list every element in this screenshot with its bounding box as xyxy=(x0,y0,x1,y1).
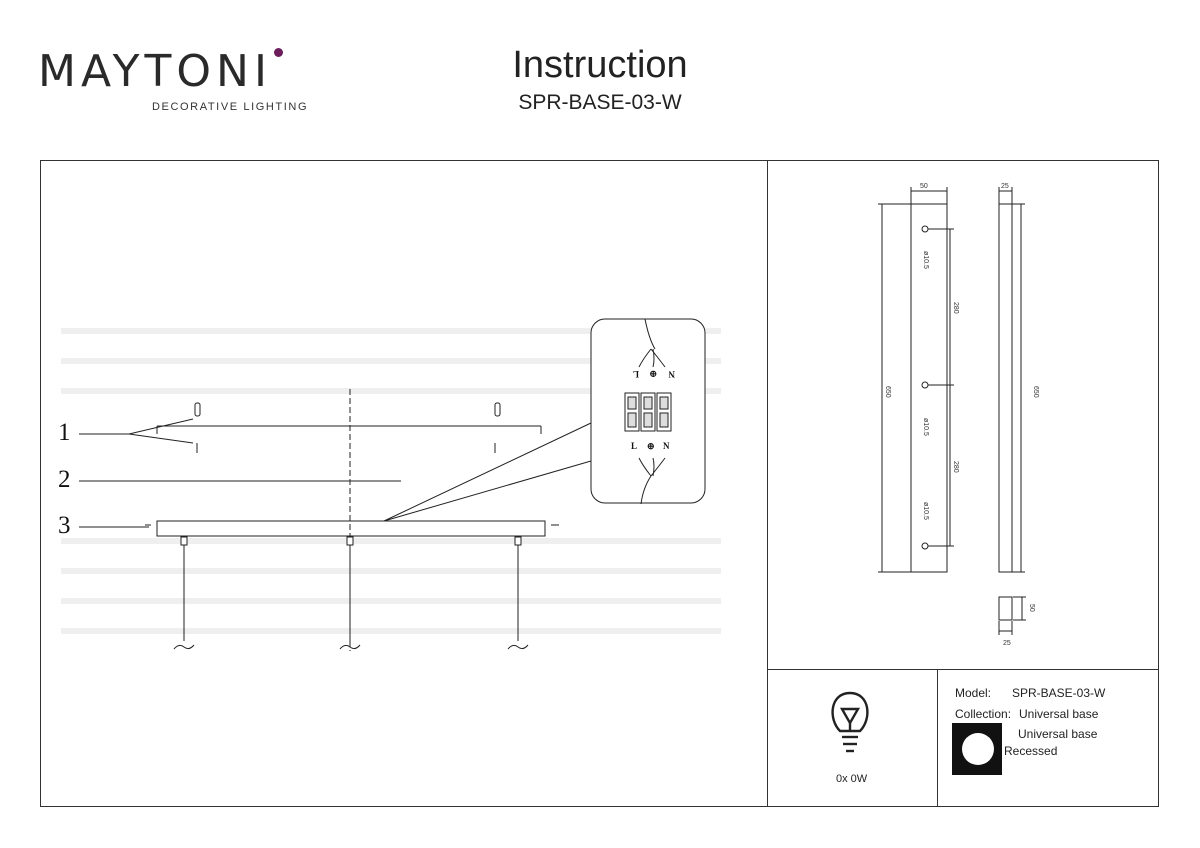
page-subtitle: SPR-BASE-03-W xyxy=(518,91,682,114)
anchor-right xyxy=(494,402,501,417)
dim-length-left: 650 xyxy=(884,386,891,398)
dim-section-height: 50 xyxy=(1028,604,1035,612)
type-value: Universal base xyxy=(1018,727,1098,741)
terminal-label-bottom-2: N xyxy=(663,441,670,451)
brand-accent-dot xyxy=(274,48,283,57)
terminal-label-top-1: ⊕ xyxy=(649,369,657,379)
model-label: Model: xyxy=(955,686,992,700)
dim-hole-3: ø10.5 xyxy=(922,502,929,520)
section-view xyxy=(998,596,1013,621)
brand-tagline: DECORATIVE LIGHTING xyxy=(152,101,309,113)
dim-spacing-2: 280 xyxy=(952,461,959,473)
zoom-line-bottom xyxy=(383,460,592,522)
recessed-icon-dot xyxy=(962,733,994,765)
side-view xyxy=(998,203,1013,573)
bulb-spec: 0x 0W xyxy=(836,773,868,785)
front-view xyxy=(910,203,948,573)
page-title: Instruction xyxy=(512,44,688,86)
brand-logo: MAYTONI xyxy=(38,46,272,97)
drawing-frame xyxy=(40,160,1159,807)
zoom-line-top xyxy=(383,422,592,522)
frame-divider-horizontal xyxy=(767,669,1159,671)
terminal-label-top-0: N xyxy=(668,369,675,379)
terminal-label-bottom-0: L xyxy=(631,441,637,451)
model-value: SPR-BASE-03-W xyxy=(1012,686,1106,700)
callout-2: 2 xyxy=(58,466,71,493)
dim-width: 50 xyxy=(920,183,928,190)
terminal-label-bottom-1: ⊕ xyxy=(647,441,655,451)
callout-1: 1 xyxy=(58,419,71,446)
assembly-drawing: N ⊕ L L ⊕ N xyxy=(61,318,721,651)
dim-length-right: 650 xyxy=(1032,386,1039,398)
bulb-icon xyxy=(831,691,869,753)
dim-hole-1: ø10.5 xyxy=(922,251,929,269)
terminal-label-top-2: L xyxy=(633,369,639,379)
collection-value: Universal base xyxy=(1019,707,1099,721)
anchor-left xyxy=(194,402,201,417)
terminal-zoom xyxy=(590,318,706,505)
dim-hole-2: ø10.5 xyxy=(922,418,929,436)
dim-depth: 25 xyxy=(1001,183,1009,190)
frame-divider-vertical xyxy=(767,160,769,807)
callout-3: 3 xyxy=(58,512,71,539)
base-bar xyxy=(156,520,546,537)
collection-label: Collection: xyxy=(955,707,1012,721)
dimension-drawing: 50 25 25 650 650 280 280 ø10.5 ø10.5 ø10… xyxy=(878,183,1039,647)
dim-spacing-1: 280 xyxy=(952,302,959,314)
spec-divider xyxy=(937,669,939,807)
mount-type: Recessed xyxy=(1004,744,1058,758)
dim-section-width: 25 xyxy=(1003,640,1011,647)
